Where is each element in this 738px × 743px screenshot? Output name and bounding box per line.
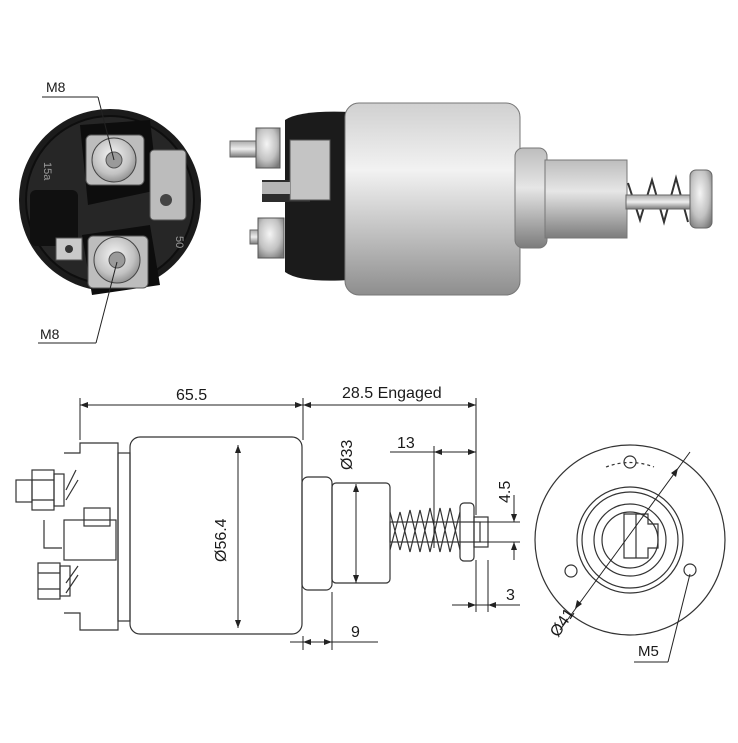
dim-engaged-stroke: 28.5 Engaged xyxy=(303,385,477,515)
plunger-spring-drawing xyxy=(389,502,489,562)
label-nose-diameter: Ø33 xyxy=(339,440,356,470)
label-flange-thread: M5 xyxy=(638,643,659,660)
bottom-terminal-stud xyxy=(87,235,149,289)
label-engaged-stroke: 28.5 Engaged xyxy=(342,385,442,402)
side-view-photo xyxy=(229,102,713,296)
dim-body-length: 65.5 xyxy=(79,387,304,440)
dim-plunger-slot: 4.5 xyxy=(480,481,520,560)
cap-mark-50: 50 xyxy=(173,236,185,248)
cap-mark-15a: 15a xyxy=(41,162,53,181)
label-spring-length: 13 xyxy=(397,435,415,452)
front-view-drawing xyxy=(534,444,726,636)
label-m8-top: M8 xyxy=(46,79,66,95)
label-body-length: 65.5 xyxy=(176,387,207,404)
dim-nose-diameter: Ø33 xyxy=(339,440,359,583)
label-m8-bottom: M8 xyxy=(40,326,60,342)
dim-body-diameter: Ø56.4 xyxy=(213,445,241,628)
dim-plunger-tip: 3 xyxy=(452,560,520,612)
mount-hole-top xyxy=(623,455,637,469)
label-plunger-slot: 4.5 xyxy=(497,481,514,503)
m5-callout: M5 xyxy=(634,573,691,663)
dim-flange-circle: Ø41 xyxy=(547,451,691,640)
m8-callout-top: M8 xyxy=(42,79,115,161)
mount-hole-left xyxy=(564,564,578,578)
label-body-diameter: Ø56.4 xyxy=(213,518,230,562)
top-terminal-stud xyxy=(85,134,145,186)
label-plunger-tip: 3 xyxy=(506,587,515,604)
dim-spring-length: 13 xyxy=(390,435,476,548)
m8-callout-bottom: M8 xyxy=(38,261,118,344)
label-nose-length: 9 xyxy=(351,624,360,641)
end-cap-photo: 15a 50 xyxy=(19,109,201,295)
side-view-drawing xyxy=(15,436,489,635)
dim-nose-length: 9 xyxy=(290,592,378,650)
